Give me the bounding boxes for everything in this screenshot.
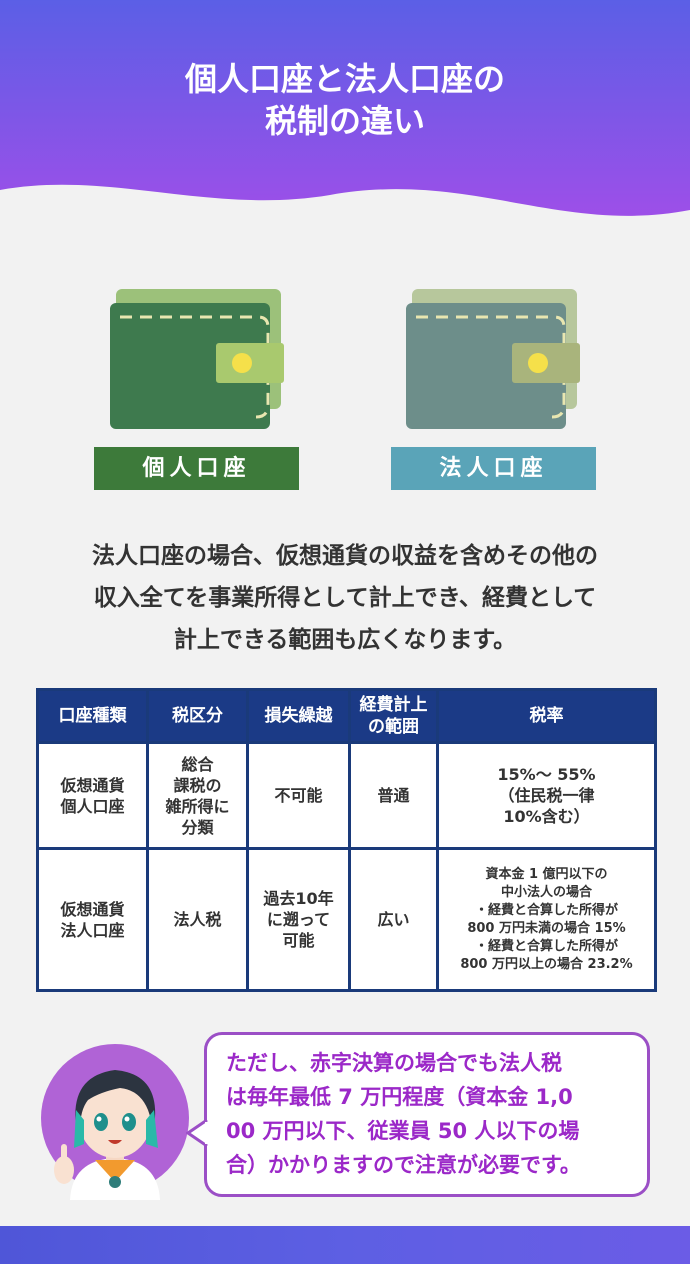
table-row: 仮想通貨 法人口座 法人税 過去10年 に遡って 可能 広い 資本金 1 億円以… bbox=[36, 847, 657, 992]
description-line-1: 法人口座の場合、仮想通貨の収益を含めその他の bbox=[92, 543, 598, 569]
note-line-1: ただし、赤字決算の場合でも法人税 bbox=[226, 1051, 562, 1075]
note-text: ただし、赤字決算の場合でも法人税 は毎年最低 7 万円程度（資本金 1,0 00… bbox=[226, 1046, 646, 1182]
tax-comparison-table: 口座種類 税区分 損失繰越 経費計上 の範囲 税率 仮想通貨 個人口座 総合 課… bbox=[36, 688, 657, 992]
corporate-account-label: 法人口座 bbox=[391, 447, 596, 490]
cell-line: 資本金 1 億円以下の bbox=[485, 866, 608, 882]
speech-bubble bbox=[204, 1032, 650, 1197]
title-line-2: 税制の違い bbox=[264, 102, 425, 140]
table-header-row: 口座種類 税区分 損失繰越 経費計上 の範囲 税率 bbox=[36, 688, 657, 744]
header-tax-rate: 税率 bbox=[436, 688, 657, 744]
cell-line: 課税の bbox=[173, 775, 222, 795]
cell-line: ・経費と合算した所得が bbox=[474, 938, 618, 954]
cell-line: 仮想通貨 bbox=[60, 899, 125, 919]
header-background bbox=[0, 0, 690, 216]
title-line-1: 個人口座と法人口座の bbox=[184, 60, 505, 98]
personal-account-label: 個人口座 bbox=[94, 447, 299, 490]
note-line-3: 00 万円以下、従業員 50 人以下の場 bbox=[226, 1119, 580, 1143]
note-line-2: は毎年最低 7 万円程度（資本金 1,0 bbox=[226, 1085, 573, 1109]
table-row: 仮想通貨 個人口座 総合 課税の 雑所得に 分類 不可能 普通 15%～ 55%… bbox=[36, 741, 657, 850]
cell-line: 過去10年 bbox=[263, 889, 334, 908]
cell-tax-class: 総合 課税の 雑所得に 分類 bbox=[146, 741, 249, 850]
personal-wallet-icon bbox=[110, 289, 284, 429]
header-expense-line-2: の範囲 bbox=[368, 717, 419, 737]
speech-bubble-tail bbox=[186, 1118, 208, 1148]
cell-line: ・経費と合算した所得が bbox=[474, 902, 618, 918]
cell-tax-class: 法人税 bbox=[146, 847, 249, 992]
cell-tax-rate: 資本金 1 億円以下の 中小法人の場合 ・経費と合算した所得が 800 万円未満… bbox=[436, 847, 657, 992]
cell-line: 可能 bbox=[282, 931, 315, 950]
description-text: 法人口座の場合、仮想通貨の収益を含めその他の 収入全てを事業所得として計上でき、… bbox=[20, 535, 670, 661]
header-tax-class: 税区分 bbox=[146, 688, 249, 744]
cell-line: 800 万円以上の場合 23.2% bbox=[460, 956, 633, 972]
header-banner: 個人口座と法人口座の 税制の違い bbox=[0, 0, 690, 230]
description-line-2: 収入全てを事業所得として計上でき、経費として bbox=[93, 585, 597, 611]
cell-account-type: 仮想通貨 個人口座 bbox=[36, 741, 149, 850]
cell-line: 中小法人の場合 bbox=[500, 884, 592, 900]
character-avatar-icon bbox=[41, 1044, 189, 1200]
cell-line: 800 万円未満の場合 15% bbox=[467, 920, 626, 936]
cell-line: 仮想通貨 bbox=[60, 775, 125, 795]
corporate-wallet-icon bbox=[406, 289, 580, 429]
cell-line: （住民税一律 bbox=[498, 786, 595, 805]
description-line-3: 計上できる範囲も広くなります。 bbox=[173, 627, 517, 653]
cell-line: 総合 bbox=[181, 754, 214, 774]
header-account-type: 口座種類 bbox=[36, 688, 149, 744]
cell-loss-carryforward: 過去10年 に遡って 可能 bbox=[246, 847, 351, 992]
cell-line: 15%～ 55% bbox=[497, 765, 596, 784]
cell-expense-range: 普通 bbox=[348, 741, 439, 850]
header-expense-range: 経費計上 の範囲 bbox=[348, 688, 439, 744]
cell-line: 法人口座 bbox=[60, 920, 125, 940]
note-line-4: 合）かかりますので注意が必要です。 bbox=[226, 1153, 581, 1177]
header-loss-carryforward: 損失繰越 bbox=[246, 688, 351, 744]
cell-account-type: 仮想通貨 法人口座 bbox=[36, 847, 149, 992]
cell-line: に遡って bbox=[266, 910, 331, 929]
cell-line: 分類 bbox=[181, 817, 214, 837]
header-expense-line-1: 経費計上 bbox=[359, 695, 428, 715]
cell-loss-carryforward: 不可能 bbox=[246, 741, 351, 850]
cell-tax-rate: 15%～ 55% （住民税一律 10%含む） bbox=[436, 741, 657, 850]
cell-line: 10%含む） bbox=[503, 807, 590, 826]
page-title: 個人口座と法人口座の 税制の違い bbox=[0, 58, 690, 142]
cell-line: 個人口座 bbox=[60, 796, 125, 816]
cell-expense-range: 広い bbox=[348, 847, 439, 992]
footer-bar bbox=[0, 1226, 690, 1264]
cell-line: 雑所得に bbox=[165, 796, 230, 816]
